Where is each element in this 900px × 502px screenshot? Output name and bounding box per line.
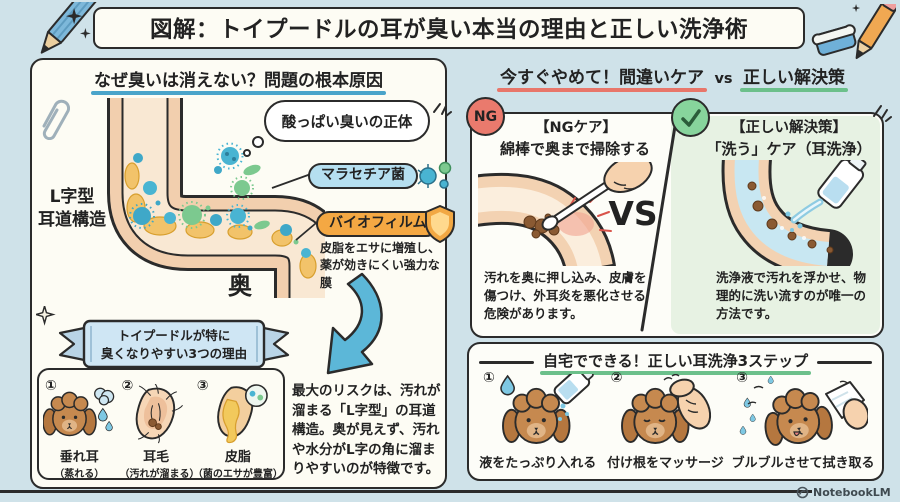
pour-liquid-illustration [500,374,594,444]
sparkle-icon [66,8,83,25]
sebum-illustration [216,384,268,444]
step-number: ③ [736,370,748,386]
sparkle-icon [80,28,91,39]
ng-vs-ok-comparison-box: VS 【NGケア】 綿棒で奥まで掃除する 汚れを奥に押 [470,112,884,338]
page-title: 図解：トイプードルの耳が臭い本当の理由と正しい洗浄術 [149,17,748,43]
bacteria-bubble-icon [244,384,268,408]
ng-care-description: 汚れを奥に押し込み、皮膚を傷つけ、外耳炎を悪化させる危険があります。 [484,270,647,322]
correct-care-description: 洗浄液で汚れを浮かせ、物理的に洗い流すのが唯一の方法です。 [716,270,867,322]
emphasis-lines-icon [433,103,452,117]
rule-right [817,360,873,364]
steam-cloud-icon [94,387,115,406]
risk-summary-text: 最大のリスクは、汚れが溜まる「L字型」の耳道構造。奥が見えず、汚れや水分がL字の… [292,383,441,478]
smell-thought-bubble: 酸っぱい臭いの正体 [264,100,430,142]
bacteria-escaping [214,142,261,200]
massaging-hands [669,378,712,430]
step-item-pour: ① 液をたっぷり入れる [473,370,603,475]
ear-hair-illustration [135,384,184,444]
checkmark-icon [680,108,701,127]
three-reasons-box: ① 垂れ耳 （蒸れる） ② [37,368,285,480]
watermark: NotebookLM [796,486,891,499]
eraser-icon [811,4,896,60]
depth-label: 奥 [228,272,252,300]
watermark-brand: NotebookLM [813,486,891,499]
reason-number: ① [45,378,57,394]
ear-wash-illustration [721,160,867,266]
irritation-blush [558,212,594,236]
tongue [793,431,802,437]
right-panel-heading: 今すぐやめて！間違いケア vs 正しい解決策 [455,63,890,92]
steps-heading: 自宅でできる！正しい耳洗浄3ステップ [539,350,812,375]
title-bar: 図解：トイプードルの耳が臭い本当の理由と正しい洗浄術 [93,7,805,49]
step-item-wipe: ③ [731,370,875,471]
correct-care-title: 【正しい解決策】 [731,120,847,136]
biofilm-label: バイオフィルム [316,211,440,237]
bacteria-cluster [129,153,311,258]
rule-left [479,360,534,364]
bottle-icon [553,374,594,405]
canal-shape-label: L字型 耳道構造 [38,187,106,230]
three-steps-box: 自宅でできる！正しい耳洗浄3ステップ ① 液をたっぷり入れる [467,342,884,481]
vs-divider [640,118,678,332]
reason-item-sebum: ③ 皮脂 （菌のエサが豊富） [192,378,283,480]
microbe-icon [417,161,452,189]
massage-illustration [621,374,712,444]
biofilm-description: 皮脂をエサに増殖し、薬が効きにくい強力な膜 [320,241,441,290]
steps-heading-row: 自宅でできる！正しい耳洗浄3ステップ [479,350,873,375]
left-panel-root-cause: なぜ臭いは消えない？問題の根本原因 [30,58,455,489]
closed-eyes [643,419,666,423]
ng-badge: NG [466,97,505,136]
reason-item-droopy-ear: ① 垂れ耳 （蒸れる） [39,378,120,480]
correct-care-subtitle: 「洗う」ケア（耳洗浄） [706,140,872,158]
shield-icon [425,205,455,243]
cotton-swab-illustration [478,162,653,266]
hand [603,162,653,193]
ng-care-title: 【NGケア】 [534,120,618,136]
vs-label: VS [608,194,658,233]
ng-care-subtitle: 綿棒で奥まで掃除する [499,140,650,158]
check-badge [671,98,710,137]
paperclip-icon [42,99,70,140]
reason-item-ear-hair: ② 耳毛 （汚れが溜まる） [119,378,200,480]
step-number: ② [610,370,623,386]
sparkle-icon [36,306,54,324]
steps-row: ① 液をたっぷり入れる ② [473,370,878,475]
floating-dirt [747,181,834,254]
reason-number: ② [121,378,134,394]
curved-arrow-icon [326,272,383,375]
left-panel-heading: なぜ臭いは消えない？問題の根本原因 [32,66,445,95]
droopy-ear-poodle-illustration [43,387,115,437]
bottom-frame-line [0,490,812,493]
step-number: ① [483,370,495,386]
bottle-icon [817,160,867,209]
shake-and-wipe-illustration [739,375,869,448]
reason-number: ③ [196,378,209,394]
wipe-hand-and-cloth [825,381,869,430]
malassezia-label: マラセチア菌 [308,163,418,189]
emphasis-lines-icon [873,105,892,122]
ear-canal-illustration [107,98,325,298]
step-item-massage: ② 付け根をマッサージ [606,370,724,471]
swab-tip [541,215,559,231]
ribbon-banner: トイプードルが特に 臭くなりやすい3つの理由 [54,318,294,370]
notebooklm-logo-icon [796,486,809,499]
pencil-orange-icon [855,4,896,60]
hair-strokes [138,384,184,444]
